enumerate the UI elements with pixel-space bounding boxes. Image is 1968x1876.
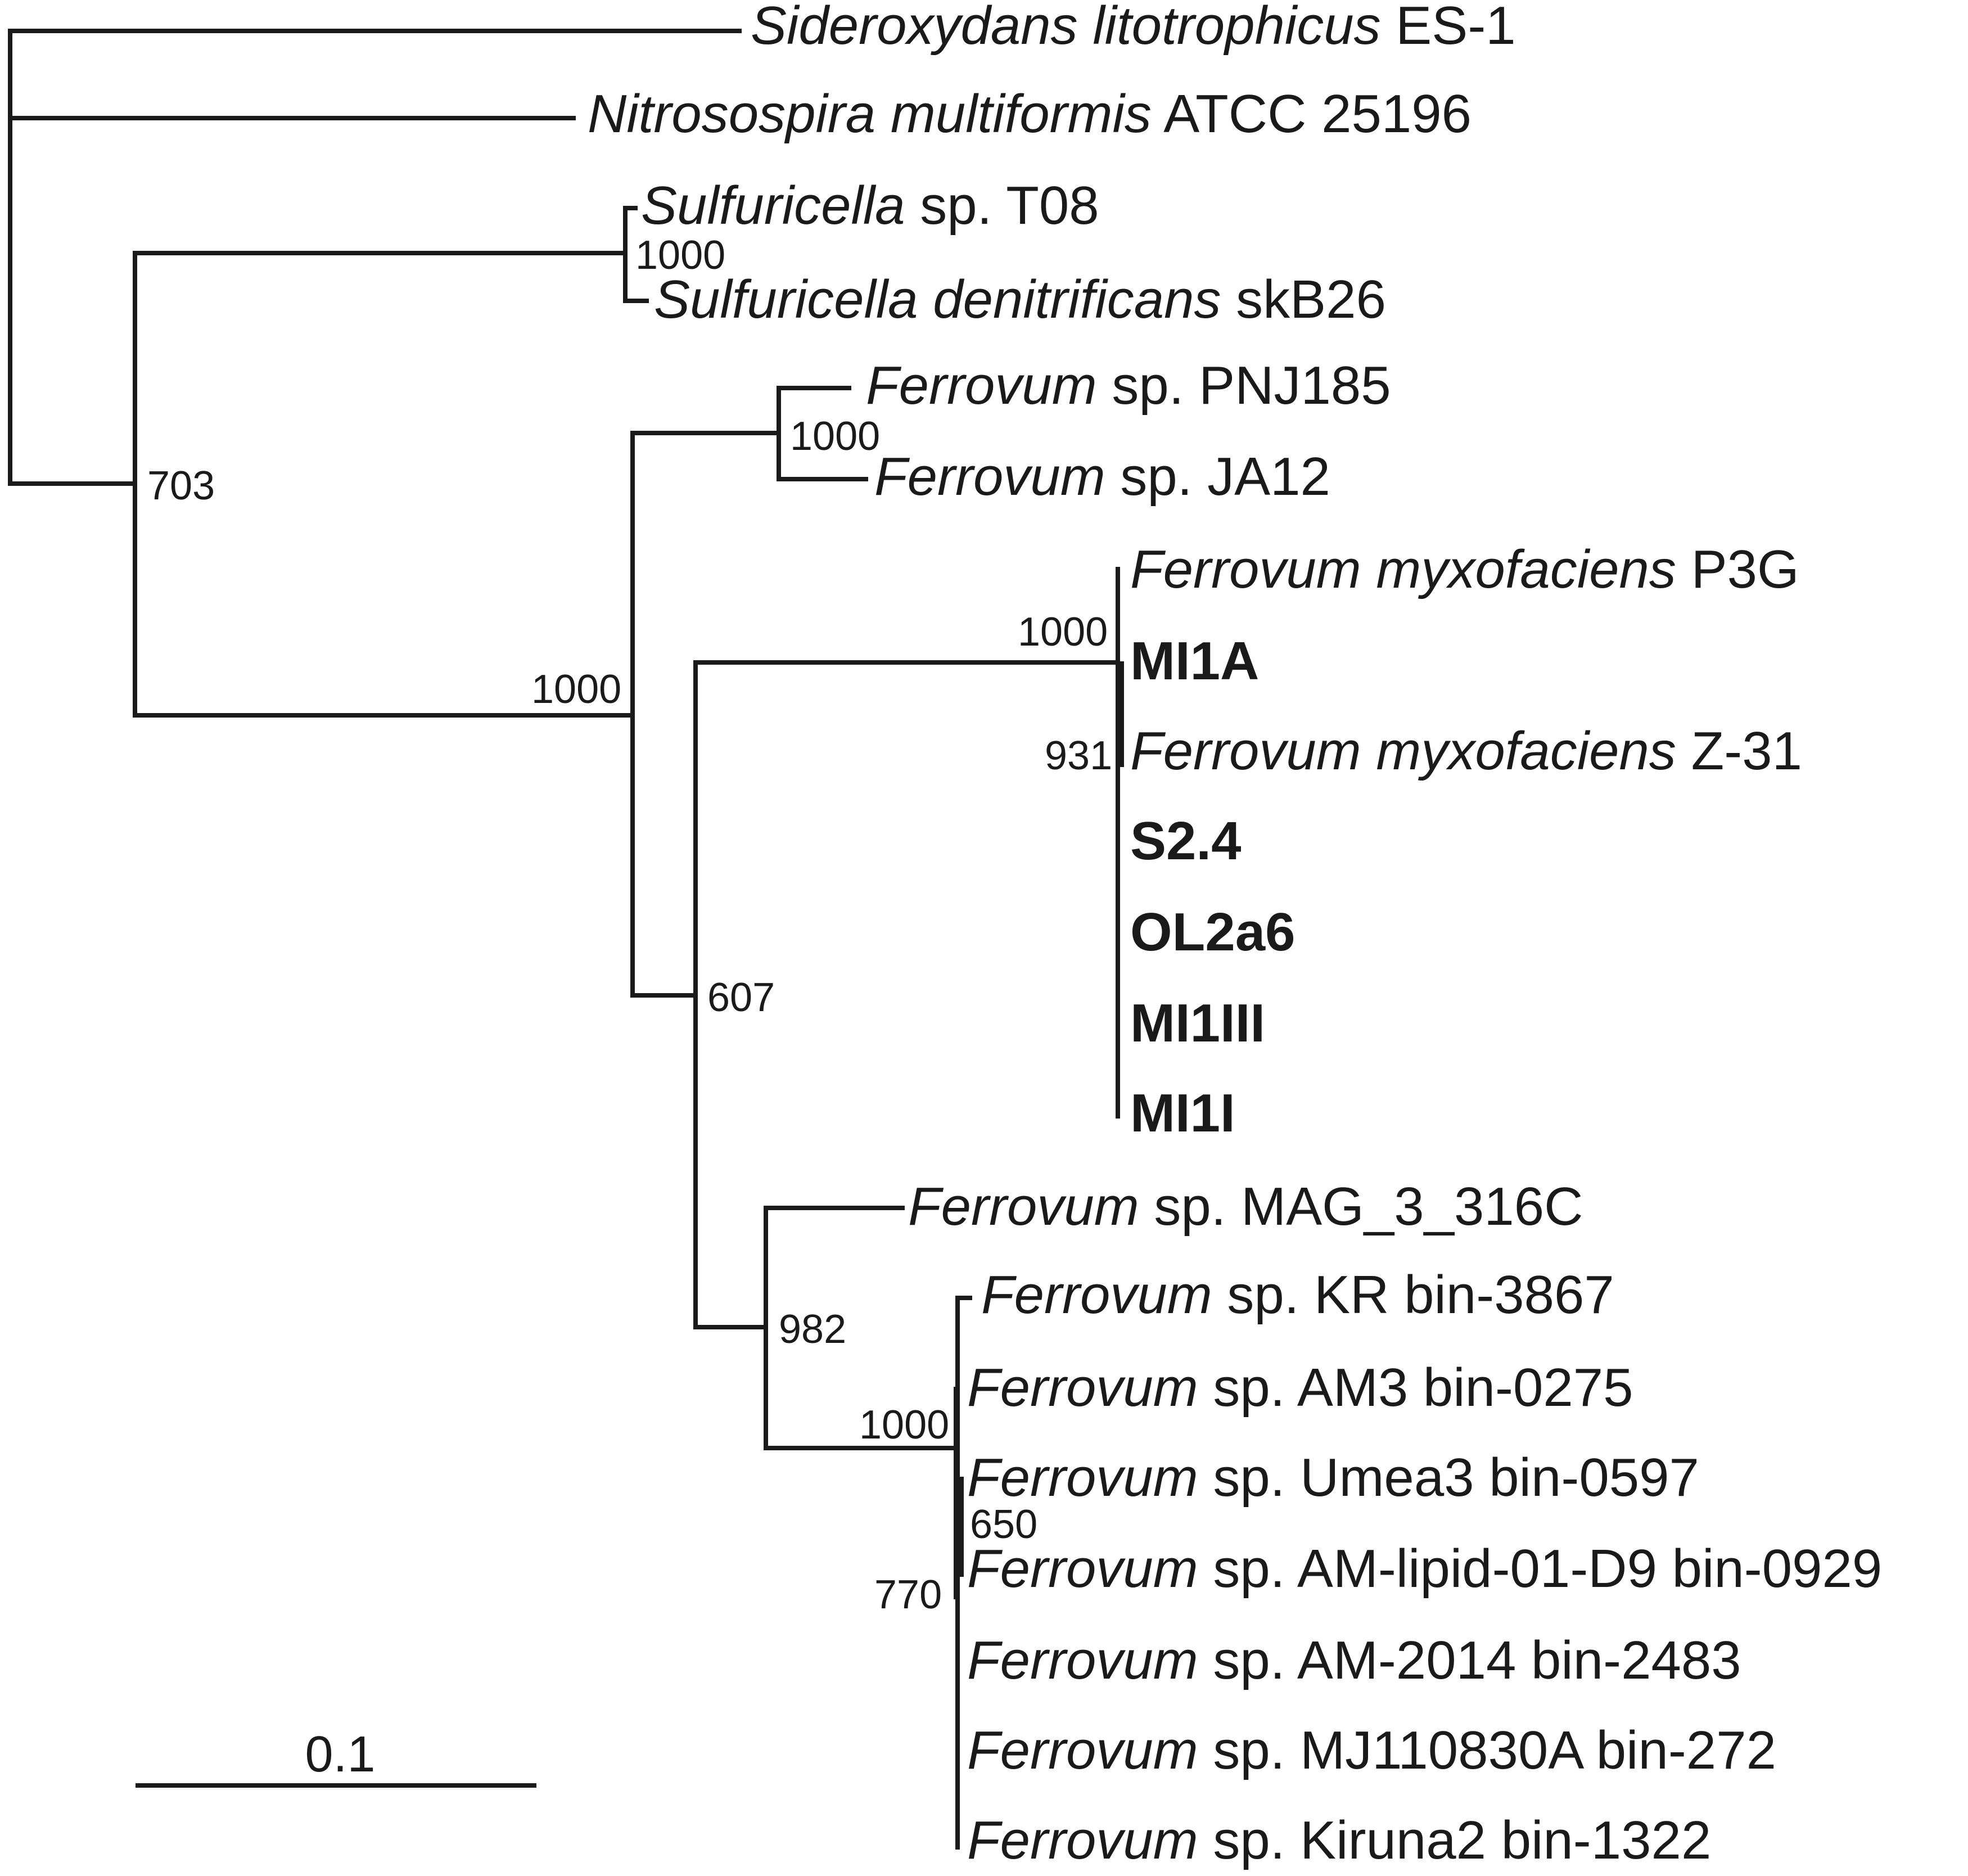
support-value: 770 [874,1572,942,1617]
taxon-label: Ferrovum myxofaciens Z-31 [1130,721,1802,781]
support-value: 1000 [859,1403,949,1447]
support-value: 607 [707,975,775,1020]
support-value: 1000 [1018,610,1108,655]
support-value: 703 [147,463,215,508]
taxon-label: Ferrovum sp. Kiruna2 bin-1322 [967,1810,1711,1870]
taxon-label: Nitrosospira multiformis ATCC 25196 [588,84,1472,144]
taxon-label: Ferrovum sp. AM-2014 bin-2483 [967,1630,1741,1690]
taxon-label: MI1I [1130,1083,1235,1143]
taxon-label: MI1A [1130,631,1259,691]
support-value: 1000 [635,233,725,278]
taxon-label: Ferrovum sp. AM3 bin-0275 [967,1358,1633,1418]
scale-bar-label: 0.1 [305,1726,375,1783]
taxon-label: OL2a6 [1130,902,1295,962]
taxon-label: Ferrovum sp. PNJ185 [866,355,1391,416]
tree-branches [8,29,1124,1850]
support-value: 650 [970,1502,1037,1547]
taxon-labels: Sideroxydans litotrophicus ES-1 Nitrosos… [588,0,1882,1870]
taxon-label: Ferrovum sp. Umea3 bin-0597 [967,1447,1699,1508]
taxon-label: Ferrovum sp. MJ110830A bin-272 [967,1720,1776,1780]
taxon-label: Ferrovum sp. AM-lipid-01-D9 bin-0929 [967,1539,1882,1599]
support-value: 931 [1045,733,1112,778]
taxon-label: Ferrovum sp. JA12 [874,447,1330,507]
taxon-label: Ferrovum sp. MAG_3_316C [908,1176,1583,1237]
taxon-label: Sulfuricella sp. T08 [641,175,1099,236]
scale-bar: 0.1 [136,1726,536,1788]
support-value: 982 [779,1307,846,1352]
taxon-label: S2.4 [1130,811,1241,871]
support-values: 1000 703 1000 1000 1000 931 607 982 1000… [147,233,1112,1617]
taxon-label: Ferrovum sp. KR bin-3867 [981,1265,1614,1325]
taxon-label: Sideroxydans litotrophicus ES-1 [751,0,1516,56]
taxon-label: MI1III [1130,993,1265,1053]
taxon-label: Sulfuricella denitrificans skB26 [654,269,1386,330]
support-value: 1000 [790,414,880,459]
taxon-label: Ferrovum myxofaciens P3G [1130,539,1799,599]
support-value: 1000 [531,667,621,712]
